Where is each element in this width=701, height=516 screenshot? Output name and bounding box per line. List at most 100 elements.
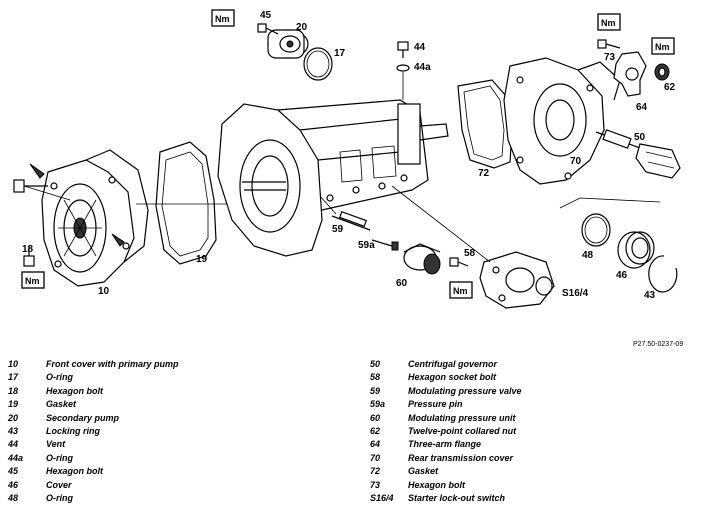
transmission-housing xyxy=(217,99,449,257)
nm-torque-box: Nm xyxy=(211,9,235,27)
legend-part-number: 59 xyxy=(370,385,381,396)
legend-part-number: 46 xyxy=(8,479,19,490)
o-ring-17 xyxy=(303,47,333,81)
callout-64: 64 xyxy=(636,102,648,113)
legend-row: 43 Locking ring xyxy=(8,425,179,438)
legend-part-label: Gasket xyxy=(408,466,439,477)
nm-torque-box: Nm xyxy=(449,281,473,299)
callout-62: 62 xyxy=(664,82,676,93)
legend-row: 46 Cover xyxy=(8,479,179,492)
legend-part-label: Pressure pin xyxy=(408,399,463,410)
figure-reference: P27.50-0237-09 xyxy=(633,341,684,348)
legend-row: 10 Front cover with primary pump xyxy=(8,358,179,371)
modulating-pressure-unit-60 xyxy=(403,243,441,275)
gasket-72 xyxy=(457,79,513,169)
locking-ring-43 xyxy=(648,255,678,293)
cover-46 xyxy=(617,231,655,269)
legend-part-label: Modulating pressure valve xyxy=(408,385,522,396)
legend-part-label: Vent xyxy=(46,439,66,450)
legend-row: 70 Rear transmission cover xyxy=(370,452,522,465)
legend-part-label: Hexagon bolt xyxy=(46,466,104,477)
legend-part-label: Rear transmission cover xyxy=(408,452,514,463)
callout-48: 48 xyxy=(582,250,594,261)
callout-59: 59 xyxy=(332,224,344,235)
svg-text:Nm: Nm xyxy=(453,286,468,296)
legend-part-label: Modulating pressure unit xyxy=(408,412,516,423)
legend-part-label: Cover xyxy=(46,479,72,490)
callout-44: 44 xyxy=(414,42,426,53)
callout-s16-4: S16/4 xyxy=(562,288,589,299)
legend-part-number: 50 xyxy=(370,359,381,369)
legend-part-label: Secondary pump xyxy=(46,412,120,423)
exploded-transmission-diagram: 10 17 18 19 20 43 44 44a 45 46 48 50 58 … xyxy=(13,9,681,309)
legend-part-number: 72 xyxy=(370,466,381,477)
legend-part-label: Front cover with primary pump xyxy=(46,359,179,369)
legend-part-number: S16/4 xyxy=(370,492,394,503)
front-cover-10 xyxy=(29,149,149,287)
legend-row: 44a O-ring xyxy=(8,452,179,465)
legend-part-number: 48 xyxy=(8,492,19,503)
legend-part-label: Starter lock-out switch xyxy=(408,492,506,503)
legend-part-number: 70 xyxy=(370,452,381,463)
legend-row: 19 Gasket xyxy=(8,398,179,411)
legend-part-label: O-ring xyxy=(46,372,73,383)
legend-row: 45 Hexagon bolt xyxy=(8,465,179,478)
legend-row: 44 Vent xyxy=(8,438,179,451)
legend-row: 62 Twelve-point collared nut xyxy=(370,425,522,438)
legend-part-number: 64 xyxy=(370,439,381,450)
callout-45: 45 xyxy=(260,10,272,21)
legend-part-number: 17 xyxy=(8,372,19,383)
legend-part-number: 10 xyxy=(8,359,19,369)
hexagon-bolt-45 xyxy=(257,23,279,35)
legend-part-number: 44a xyxy=(8,452,24,463)
legend-part-number: 45 xyxy=(8,466,19,477)
nm-torque-box: Nm xyxy=(21,271,45,289)
legend-part-label: Hexagon socket bolt xyxy=(408,372,497,383)
callout-50: 50 xyxy=(634,132,646,143)
collared-nut-62 xyxy=(654,63,670,81)
legend-part-label: Gasket xyxy=(46,399,77,410)
legend-part-number: 20 xyxy=(8,412,19,423)
starter-lockout-switch xyxy=(479,251,555,309)
callout-73: 73 xyxy=(604,52,616,63)
callout-70: 70 xyxy=(570,156,582,167)
legend-row: 59 Modulating pressure valve xyxy=(370,385,522,398)
legend-row: 20 Secondary pump xyxy=(8,412,179,425)
callout-18: 18 xyxy=(22,244,34,255)
legend-part-number: 59a xyxy=(370,399,386,410)
callout-46: 46 xyxy=(616,270,628,281)
callout-72: 72 xyxy=(478,168,490,179)
legend-part-label: Hexagon bolt xyxy=(408,479,466,490)
legend-row: 64 Three-arm flange xyxy=(370,438,522,451)
legend-part-label: O-ring xyxy=(46,452,73,463)
legend-part-label: Hexagon bolt xyxy=(46,385,104,396)
legend-part-label: Twelve-point collared nut xyxy=(408,425,517,436)
modulating-pressure-valve-59 xyxy=(319,195,371,231)
legend-part-number: 43 xyxy=(8,425,19,436)
legend-row: 17 O-ring xyxy=(8,371,179,384)
legend-part-number: 44 xyxy=(8,439,19,450)
gasket-19 xyxy=(155,141,217,265)
svg-text:Nm: Nm xyxy=(25,276,40,286)
callout-20: 20 xyxy=(296,22,308,33)
legend-part-number: 19 xyxy=(8,399,19,410)
hexagon-socket-bolt-58 xyxy=(449,257,469,267)
secondary-pump-20 xyxy=(267,29,309,59)
vent-44 xyxy=(396,41,410,100)
centrifugal-governor-50 xyxy=(595,129,681,179)
legend-part-number: 62 xyxy=(370,425,381,436)
legend-row: 59a Pressure pin xyxy=(370,398,522,411)
hexagon-bolt-18 xyxy=(13,179,48,267)
legend-part-label: Locking ring xyxy=(46,425,100,436)
callout-44a: 44a xyxy=(414,62,431,73)
callout-43: 43 xyxy=(644,290,656,301)
legend-part-label: Three-arm flange xyxy=(408,439,482,450)
callout-60: 60 xyxy=(396,278,408,289)
